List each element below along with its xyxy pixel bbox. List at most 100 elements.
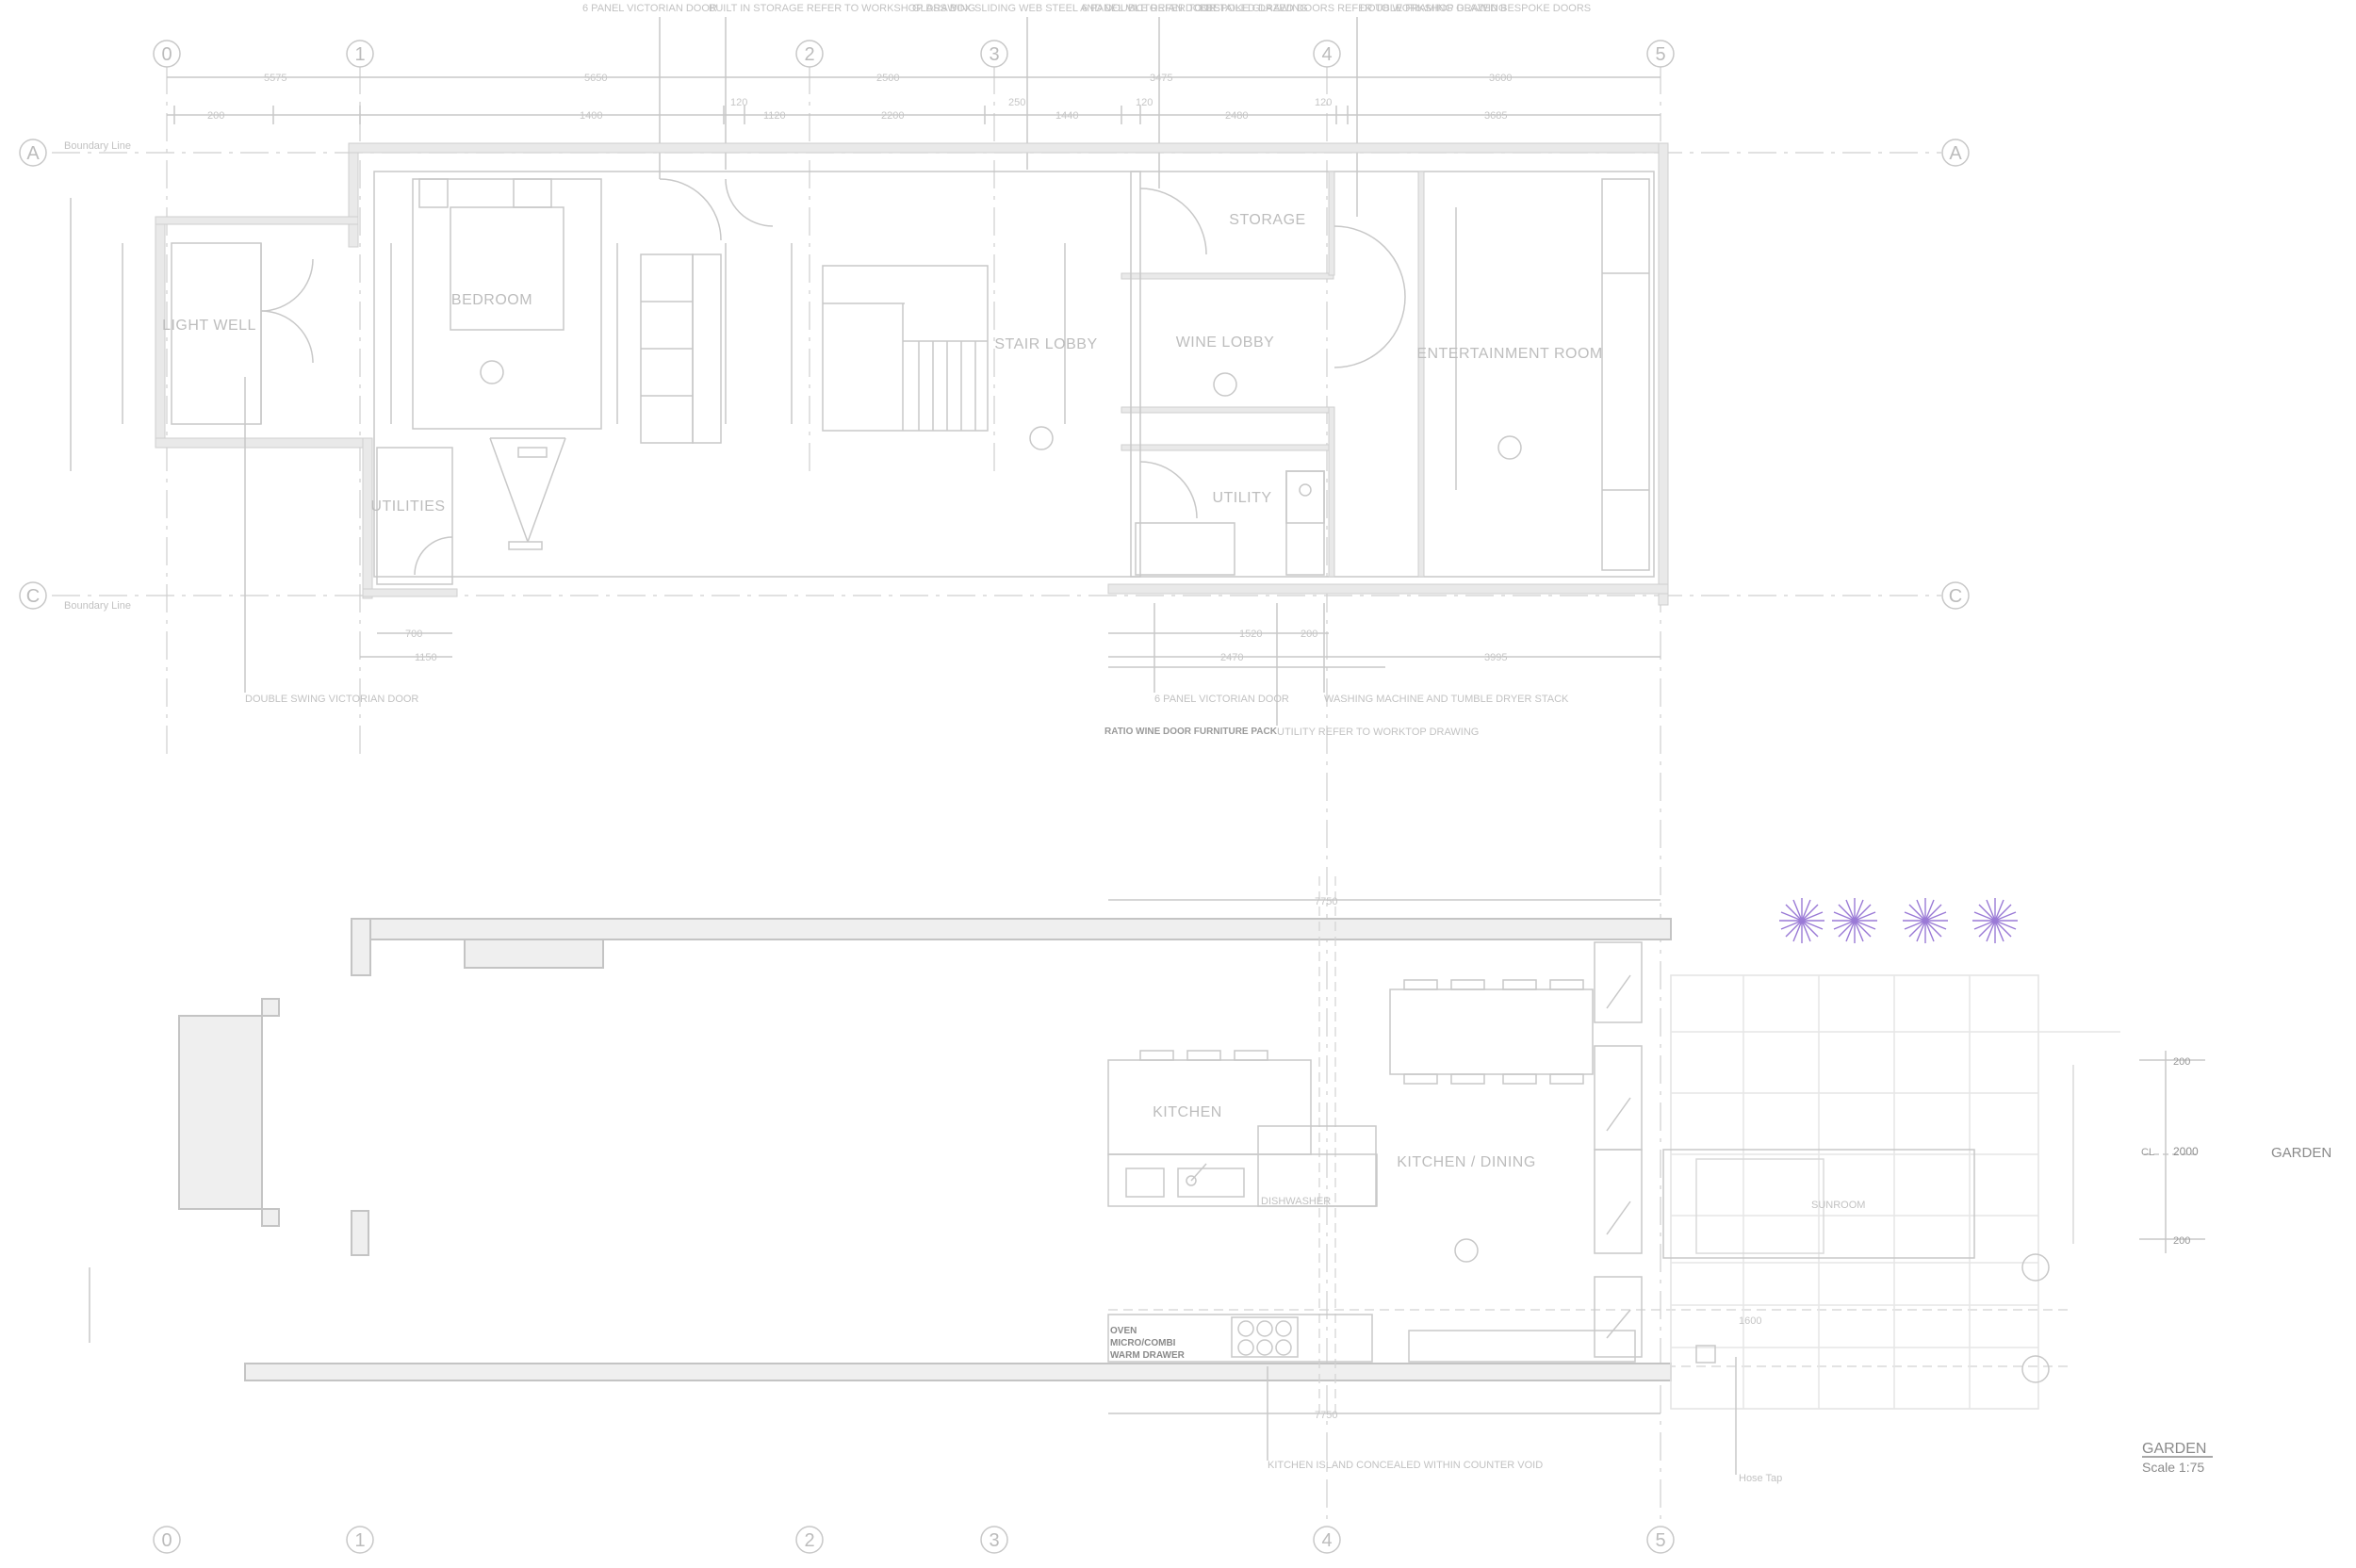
svg-text:0: 0 [161,44,172,65]
dim-top-15: 3685 [1484,110,1507,122]
grid-bubble-2-bottom: 2 [795,1526,824,1554]
note-lower-1: Hose Tap [1739,1473,1782,1484]
dim-garden-0: 200 [2173,1056,2190,1068]
grid-bubble-5: 5 [1646,40,1675,68]
svg-text:1: 1 [354,44,365,65]
dim-top-12: 120 [1136,97,1153,108]
grid-bubble-A-left: A [19,139,47,167]
boundary-line-label-top: Boundary Line [64,140,131,152]
dim-bottom-2: 1520 [1239,629,1262,640]
dim-garden-1: 2000 [2173,1145,2199,1158]
grid-bubble-1-bottom: 1 [346,1526,374,1554]
garden-title: GARDEN [2142,1441,2206,1457]
lower-room-labels: KITCHEN KITCHEN / DINING GARDEN OVEN MIC… [1110,1104,2331,1361]
dim-top-4: 3600 [1489,73,1512,84]
grid-bubbles-top: 0 1 2 3 4 5 A A C C [19,40,1970,610]
room-bedroom: BEDROOM [451,292,532,308]
dim-garden-3: 1600 [1739,1315,1761,1327]
dim-top-13: 2480 [1225,110,1248,122]
upper-notes-bottom: DOUBLE SWING VICTORIAN DOOR 6 PANEL VICT… [244,377,1569,738]
note-lower-0: KITCHEN ISLAND CONCEALED WITHIN COUNTER … [1268,1460,1543,1471]
note-top-4: BESPOKE GLAZED DOORS REFER TO WORKSHOP D… [1200,3,1506,14]
note-top-1: BUILT IN STORAGE REFER TO WORKSHOP DRAWI… [709,3,975,14]
boundary-line-label-bottom: Boundary Line [64,600,131,612]
note-top-5: DOUBLE FRAMING GLAZED BESPOKE DOORS [1360,3,1591,14]
dim-bottom-1: 1150 [415,652,437,663]
upper-notes-top: 6 PANEL VICTORIAN DOOR BUILT IN STORAGE … [582,3,1591,217]
lower-plan-walls [89,876,1672,1414]
svg-text:C: C [1949,586,1962,607]
plant-icon-1 [1779,898,1824,943]
dim-garden-cl: CL [2141,1147,2154,1158]
grid-bubble-4: 4 [1313,40,1341,68]
room-utility: UTILITY [1212,490,1271,506]
dim-bottom-3: 200 [1301,629,1317,640]
label-sunroom: SUNROOM [1811,1200,1865,1211]
room-kitchen: KITCHEN [1153,1104,1222,1120]
note-top-3: 6 PANEL VICTORIAN DOOR [1082,3,1217,14]
garden-scale: Scale 1:75 [2142,1460,2204,1475]
grid-bubble-4-bottom: 4 [1313,1526,1341,1554]
plant-icon-4 [1972,898,2018,943]
dim-top-5: 200 [207,110,224,122]
dim-bottom-0: 700 [405,629,422,640]
note-bottom-2: RATIO WINE DOOR FURNITURE PACK [1104,727,1278,737]
grid-bubble-0: 0 [153,40,181,68]
room-light-well: LIGHT WELL [162,318,256,334]
svg-text:A: A [26,143,40,164]
dim-bottom-4: 2470 [1220,652,1243,663]
svg-text:3: 3 [989,44,999,65]
grid-bubble-1: 1 [346,40,374,68]
grid-lines [52,66,2073,1527]
room-wine-lobby: WINE LOBBY [1176,335,1275,351]
svg-text:5: 5 [1655,1530,1665,1551]
plants [1779,898,2018,943]
upper-door-swings [260,178,1406,576]
room-storage: STORAGE [1229,212,1305,228]
lower-notes: KITCHEN ISLAND CONCEALED WITHIN COUNTER … [1267,1357,1782,1484]
upper-bottom-dimensions [360,632,1661,668]
note-bottom-3: WASHING MACHINE AND TUMBLE DRYER STACK [1324,694,1569,705]
garden-title-block: GARDEN Scale 1:75 [2142,1441,2213,1475]
dim-top-6: 1400 [580,110,602,122]
svg-text:2: 2 [804,1530,814,1551]
upper-inner-dimensions [70,198,1457,490]
room-kitchen-dining: KITCHEN / DINING [1397,1154,1536,1170]
grid-bubble-C-right: C [1941,581,1970,610]
plant-icon-2 [1832,898,1877,943]
svg-text:5: 5 [1655,44,1665,65]
grid-bubble-C-left: C [19,581,47,610]
upper-room-labels: LIGHT WELL BEDROOM UTILITIES STAIR LOBBY… [162,212,1602,514]
dim-top-9: 2200 [881,110,904,122]
dim-top-11: 1440 [1055,110,1078,122]
upper-plan-walls [155,142,1669,606]
dim-bottom-5: 3995 [1484,652,1507,663]
kitchen-fittings [1107,941,1643,1363]
label-micro: MICRO/COMBI [1110,1338,1176,1348]
svg-text:4: 4 [1321,44,1332,65]
dim-top-14: 120 [1315,97,1332,108]
note-bottom-1: 6 PANEL VICTORIAN DOOR [1154,694,1289,705]
room-garden: GARDEN [2271,1145,2331,1161]
grid-bubble-0-bottom: 0 [153,1526,181,1554]
note-bottom-0: DOUBLE SWING VICTORIAN DOOR [245,694,418,705]
dim-top-8: 1120 [763,110,786,122]
dim-top-2: 2500 [876,73,899,84]
room-stair-lobby: STAIR LOBBY [994,336,1097,352]
room-entertainment: ENTERTAINMENT ROOM [1416,346,1602,362]
label-warm-drawer: WARM DRAWER [1110,1350,1186,1361]
svg-text:3: 3 [989,1530,999,1551]
svg-text:2: 2 [804,44,814,65]
dim-top-3: 3475 [1150,73,1172,84]
garden-paving [1662,974,2120,1410]
grid-bubbles-bottom: 0 1 2 3 4 5 [153,1526,1675,1554]
svg-text:1: 1 [354,1530,365,1551]
room-utilities: UTILITIES [370,498,445,514]
note-top-0: 6 PANEL VICTORIAN DOOR [582,3,717,14]
svg-text:0: 0 [161,1530,172,1551]
dim-top-7: 120 [730,97,747,108]
plant-icon-3 [1903,898,1948,943]
dim-lower-top: 7750 [1315,896,1337,907]
grid-bubble-3-bottom: 3 [980,1526,1008,1554]
